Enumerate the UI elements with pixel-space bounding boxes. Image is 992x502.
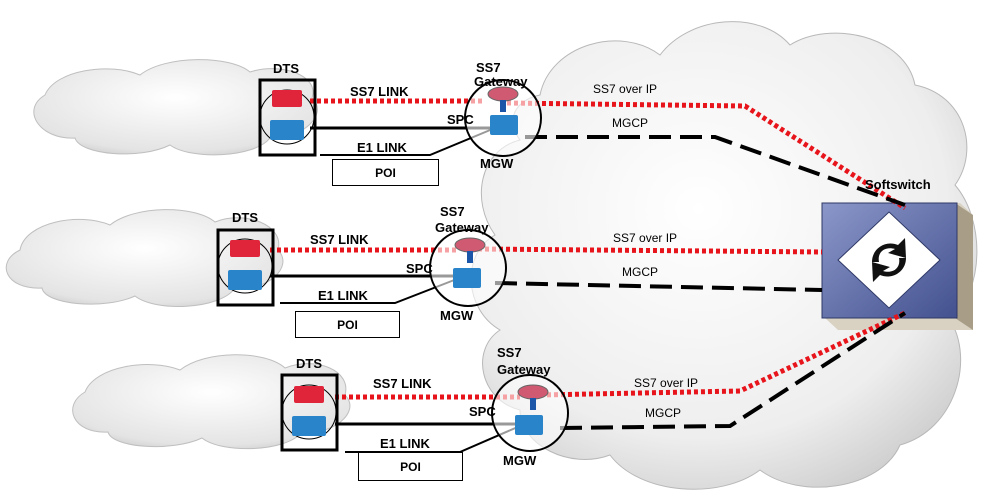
ss7-link-label: SS7 LINK	[373, 376, 432, 391]
switch-blue-icon	[292, 416, 326, 436]
poi-label: POI	[375, 165, 396, 180]
dts-label: DTS	[296, 356, 322, 371]
spc-label: SPC	[406, 261, 433, 276]
dts-label: DTS	[232, 210, 258, 225]
e1-link-label: E1 LINK	[318, 288, 368, 303]
ss7-link-label: SS7 LINK	[350, 84, 409, 99]
dts-node-2	[216, 228, 275, 307]
ss7-link-label: SS7 LINK	[310, 232, 369, 247]
connections	[270, 98, 907, 453]
softswitch-label: Softswitch	[865, 177, 931, 192]
router-icon	[517, 384, 549, 400]
poi-box: POI	[332, 159, 439, 186]
dts-node-1	[258, 78, 317, 157]
poi-box: POI	[358, 452, 463, 481]
poi-label: POI	[337, 317, 358, 332]
gateway-label-line2: Gateway	[497, 362, 551, 377]
dts-label: DTS	[273, 61, 299, 76]
mgcp-line-2	[494, 281, 823, 292]
switch-blue-icon	[228, 270, 262, 290]
switch-blue-icon	[515, 415, 543, 435]
gateway-node-2	[429, 229, 507, 307]
dts-node-3	[280, 373, 339, 452]
e1-link-label: E1 LINK	[380, 436, 430, 451]
ss7-ip-line-2	[477, 246, 823, 255]
router-icon	[454, 237, 486, 253]
e1-line-3	[345, 425, 521, 453]
e1-link-label: E1 LINK	[357, 140, 407, 155]
sync-icon	[872, 238, 906, 282]
switch-red-icon	[230, 240, 260, 257]
mgw-label: MGW	[503, 453, 537, 468]
softswitch	[821, 202, 973, 330]
mgcp-label: MGCP	[645, 406, 681, 420]
spc-label: SPC	[469, 404, 496, 419]
gateway-label-line1: SS7	[476, 60, 501, 75]
ss7-over-ip-label: SS7 over IP	[634, 376, 699, 390]
mgw-label: MGW	[480, 156, 514, 171]
switch-red-icon	[272, 90, 302, 107]
switch-blue-icon	[490, 115, 518, 135]
gateway-label-line1: SS7	[440, 204, 465, 219]
gateway-node-3	[491, 374, 569, 452]
router-icon	[487, 86, 519, 102]
switch-blue-icon	[270, 120, 304, 140]
ss7-ip-line-3	[539, 310, 907, 398]
switch-blue-icon	[453, 268, 481, 288]
pstn-cloud-1	[33, 59, 318, 156]
mgw-label: MGW	[440, 308, 474, 323]
switch-red-icon	[294, 386, 324, 403]
gateway-label-line1: SS7	[497, 345, 522, 360]
mgcp-line-3	[559, 311, 907, 430]
ss7-over-ip-label: SS7 over IP	[613, 231, 678, 245]
gateway-label-line2: Gateway	[435, 220, 489, 235]
poi-label: POI	[400, 459, 421, 474]
mgcp-line-1	[525, 135, 906, 207]
poi-box: POI	[295, 311, 400, 338]
mgcp-label: MGCP	[622, 265, 658, 279]
spc-label: SPC	[447, 112, 474, 127]
ss7-over-ip-label: SS7 over IP	[593, 82, 658, 96]
mgcp-label: MGCP	[612, 116, 648, 130]
ss7-ip-line-1	[506, 100, 907, 211]
gateway-node-1	[464, 79, 542, 157]
gateway-label-line2: Gateway	[474, 74, 528, 89]
